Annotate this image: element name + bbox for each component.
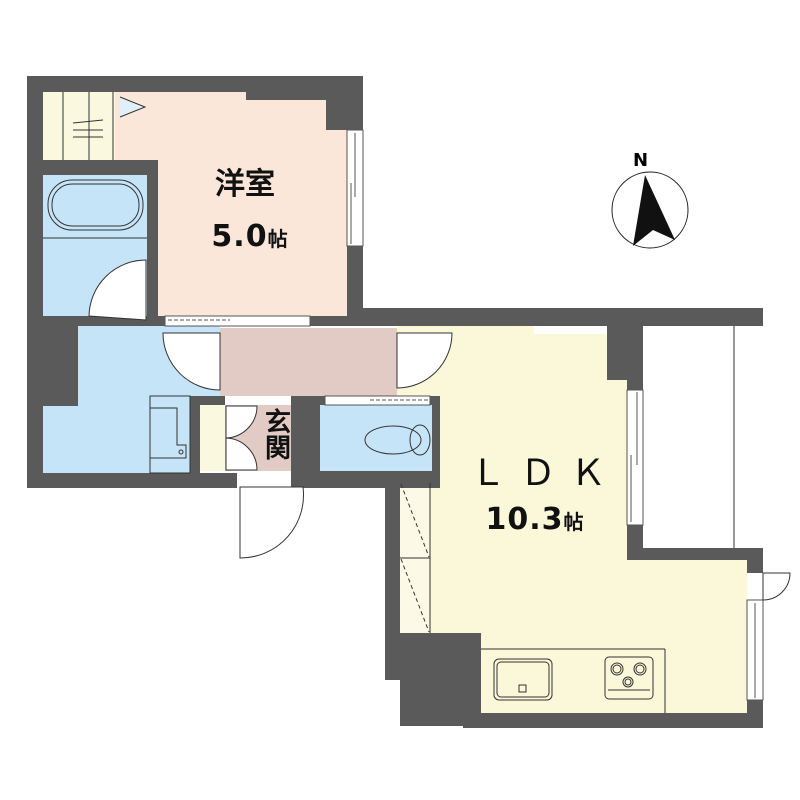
stove-icon: [604, 656, 654, 700]
western-room-label: 洋室: [215, 167, 275, 202]
western-room-size-value: 5.0: [211, 219, 268, 254]
ldk-label: ＬＤＫ: [470, 453, 621, 494]
bathtub-icon: [43, 179, 147, 239]
western-room-size: 5.0帖: [195, 222, 305, 252]
entrance-label: 玄関: [264, 408, 291, 464]
ldk-floor: [397, 326, 747, 713]
western-room-floor: [115, 92, 347, 316]
toilet-icon: [364, 424, 431, 456]
closet-floor: [43, 92, 115, 160]
ldk-size-value: 10.3: [485, 502, 564, 537]
storage-lines: [400, 483, 431, 633]
western-room-size-unit: 帖: [267, 227, 289, 251]
windows: [164, 129, 764, 701]
shoe-cabinet-floor: [200, 405, 225, 471]
hallway-floor: [220, 328, 397, 396]
ldk-size: 10.3帖: [470, 505, 600, 535]
balcony: [643, 326, 747, 548]
doors: [88, 96, 791, 601]
closet-shelves: [62, 92, 114, 160]
compass-north-label: N: [633, 150, 649, 171]
sink-icon: [493, 658, 553, 701]
compass-icon: [611, 171, 689, 249]
toilet-floor: [320, 405, 432, 471]
washbasin-icon: [149, 395, 191, 474]
kitchen-counter: [481, 648, 666, 713]
ldk-size-unit: 帖: [563, 510, 585, 534]
